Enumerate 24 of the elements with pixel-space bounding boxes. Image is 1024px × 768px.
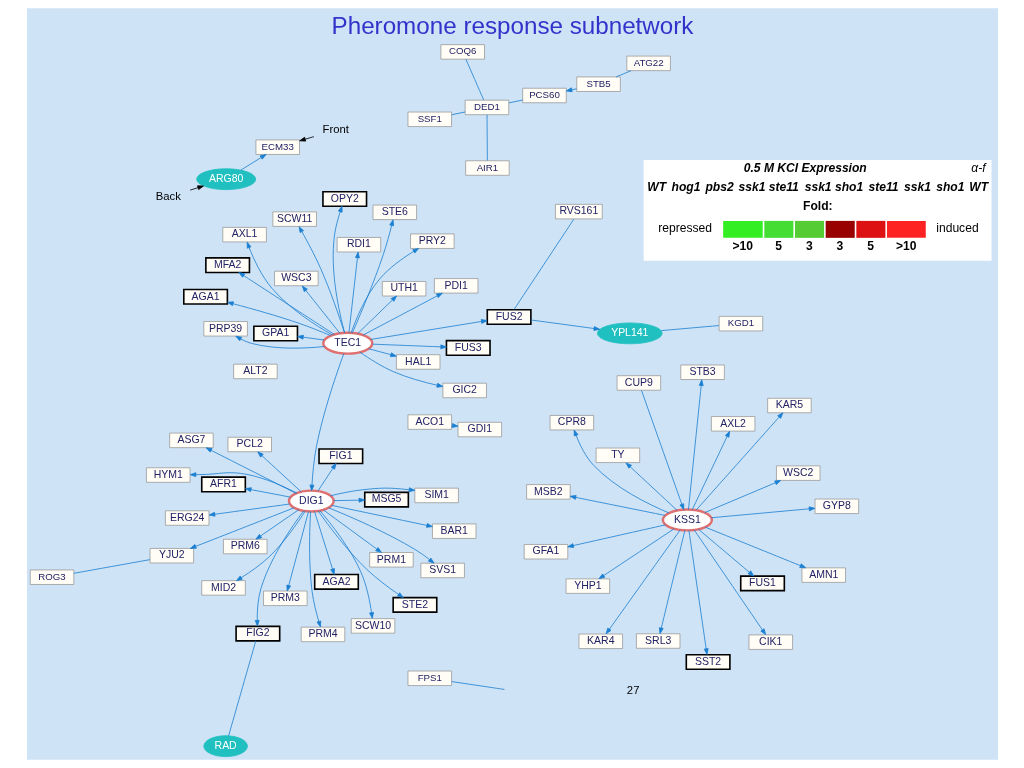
label: hog1 xyxy=(671,180,700,195)
label: sho1 xyxy=(935,180,964,195)
label: pbs2 xyxy=(704,180,734,195)
label: induced xyxy=(935,221,979,236)
node-text: Back xyxy=(155,189,181,202)
label: ssk1 xyxy=(903,180,931,195)
legend-label: 3 xyxy=(836,238,843,253)
node-text: Front xyxy=(322,123,349,136)
label: Fold: xyxy=(802,198,833,213)
label: WT xyxy=(646,180,666,195)
diagram-title: Pheromone response subnetwork xyxy=(331,12,693,40)
label: 0.5 M KCl Expression xyxy=(743,161,867,176)
legend-label: >10 xyxy=(895,238,916,253)
label: 27 xyxy=(626,683,639,696)
legend-label: 5 xyxy=(774,238,782,253)
legend-label: 5 xyxy=(866,238,874,253)
label: WT xyxy=(968,180,988,195)
legend-label: >10 xyxy=(731,238,753,253)
label: ste11 xyxy=(867,180,898,195)
label: α-f xyxy=(970,161,986,176)
legend-label: 3 xyxy=(805,238,813,253)
label: ssk1 sho1 xyxy=(804,180,863,195)
label: repressed xyxy=(657,221,712,236)
label: ssk1 ste11 xyxy=(738,180,799,195)
